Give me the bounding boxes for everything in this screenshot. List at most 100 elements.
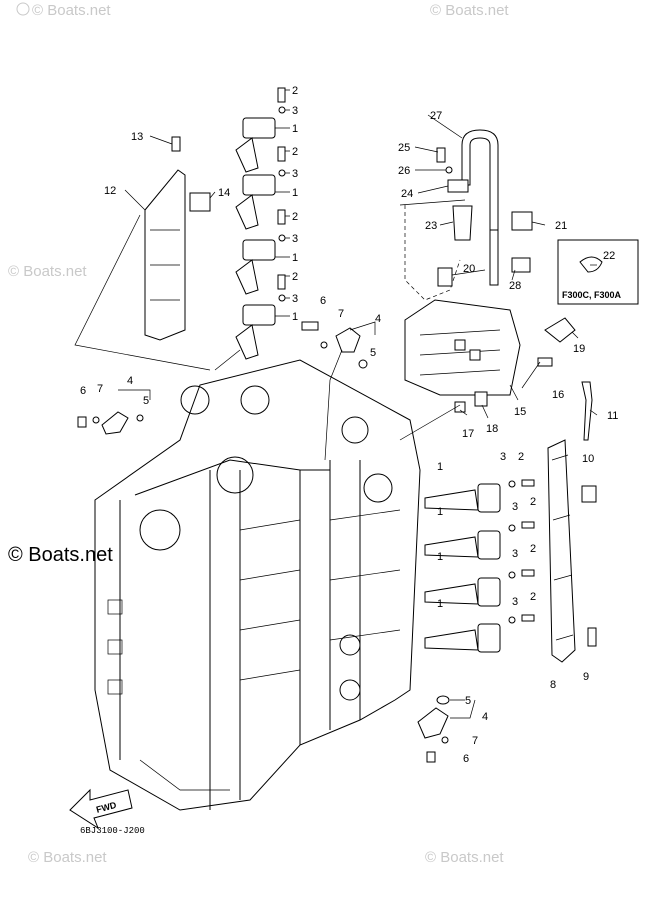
svg-text:4: 4	[375, 313, 381, 325]
svg-text:2: 2	[292, 85, 298, 97]
svg-text:© Boats.net: © Boats.net	[32, 2, 111, 19]
bracket-leaders	[74, 135, 241, 371]
svg-text:1: 1	[437, 551, 443, 563]
svg-text:1: 1	[437, 598, 443, 610]
svg-text:© Boats.net: © Boats.net	[28, 849, 107, 866]
svg-text:7: 7	[338, 308, 344, 320]
svg-text:4: 4	[127, 375, 133, 387]
svg-text:18: 18	[486, 423, 498, 435]
sensor-right-top	[301, 321, 376, 461]
svg-text:1: 1	[437, 461, 443, 473]
coil-upper-3	[235, 239, 276, 295]
svg-text:3: 3	[500, 451, 506, 463]
svg-text:8: 8	[550, 679, 556, 691]
engine-block	[94, 359, 421, 811]
svg-text:15: 15	[514, 406, 526, 418]
right-leaders	[399, 114, 598, 441]
cover-8	[547, 439, 576, 663]
fwd-arrow: FWD	[69, 788, 133, 830]
svg-text:2: 2	[292, 271, 298, 283]
svg-text:6: 6	[463, 753, 469, 765]
svg-text:22: 22	[603, 250, 615, 262]
svg-text:3: 3	[292, 105, 298, 117]
svg-text:6: 6	[80, 385, 86, 397]
watermark-top-right: © Boats.net	[430, 2, 509, 19]
wire-11	[581, 381, 593, 441]
coil-upper-2	[235, 174, 276, 230]
watermark-bottom-right: © Boats.net	[425, 849, 504, 866]
svg-text:7: 7	[472, 735, 478, 747]
svg-text:1: 1	[292, 187, 298, 199]
svg-text:1: 1	[292, 123, 298, 135]
svg-text:3: 3	[292, 168, 298, 180]
svg-text:17: 17	[462, 428, 474, 440]
svg-text:12: 12	[104, 185, 116, 197]
part-16-17-18-19	[454, 317, 576, 413]
svg-text:20: 20	[463, 263, 475, 275]
callout-labels: 2 3 1 2 3 1 2 3 1 2 3 1 13 12 14 6 7 4 5…	[80, 85, 622, 765]
svg-text:2: 2	[518, 451, 524, 463]
lower-bolts	[508, 479, 535, 624]
inset-box-22	[557, 239, 639, 305]
svg-text:3: 3	[512, 501, 518, 513]
svg-text:28: 28	[509, 280, 521, 292]
svg-text:5: 5	[465, 695, 471, 707]
coil-upper-4	[235, 304, 276, 360]
svg-text:5: 5	[370, 347, 376, 359]
svg-text:26: 26	[398, 165, 410, 177]
ecu-bracket-15	[404, 299, 521, 396]
svg-text:3: 3	[292, 233, 298, 245]
svg-text:© Boats.net: © Boats.net	[8, 263, 87, 280]
grommet-10	[581, 485, 597, 503]
svg-text:6: 6	[320, 295, 326, 307]
svg-text:14: 14	[218, 187, 230, 199]
svg-text:© Boats.net: © Boats.net	[8, 544, 113, 566]
svg-text:9: 9	[583, 671, 589, 683]
svg-text:3: 3	[512, 596, 518, 608]
svg-text:2: 2	[530, 591, 536, 603]
svg-text:F300C, F300A: F300C, F300A	[562, 290, 622, 300]
svg-text:2: 2	[530, 543, 536, 555]
bracket-12	[144, 136, 211, 341]
coil-lower-3	[424, 577, 501, 607]
diagram-code: 6BJ3100-J200	[80, 826, 145, 836]
svg-text:11: 11	[607, 410, 618, 422]
watermark-mid-bold: © Boats.net	[8, 544, 113, 566]
part-21-28-20	[437, 211, 533, 287]
sensor-bottom	[417, 695, 476, 763]
svg-text:1: 1	[437, 506, 443, 518]
upper-bolts	[277, 87, 286, 302]
svg-text:1: 1	[292, 311, 298, 323]
svg-text:10: 10	[582, 453, 594, 465]
coil-lower-1	[424, 483, 501, 513]
svg-text:3: 3	[512, 548, 518, 560]
svg-text:© Boats.net: © Boats.net	[430, 2, 509, 19]
coil-upper-1	[235, 117, 276, 173]
svg-text:5: 5	[143, 395, 149, 407]
svg-text:21: 21	[555, 220, 567, 232]
svg-text:1: 1	[292, 252, 298, 264]
harness-dashed-box	[399, 199, 466, 301]
svg-text:2: 2	[530, 496, 536, 508]
svg-text:23: 23	[425, 220, 437, 232]
svg-text:7: 7	[97, 383, 103, 395]
svg-text:4: 4	[482, 711, 488, 723]
bolt-9	[587, 627, 597, 647]
svg-text:2: 2	[292, 211, 298, 223]
watermark-bottom-left: © Boats.net	[28, 849, 107, 866]
svg-text:24: 24	[401, 188, 413, 200]
hose-27	[461, 129, 499, 286]
upper-leaders	[275, 89, 290, 317]
coil-lower-4	[424, 623, 501, 653]
svg-text:2: 2	[292, 146, 298, 158]
svg-text:19: 19	[573, 343, 585, 355]
svg-text:13: 13	[131, 131, 143, 143]
sensor-left	[77, 389, 151, 435]
svg-text:27: 27	[430, 110, 442, 122]
svg-text:25: 25	[398, 142, 410, 154]
watermark-left-mid: © Boats.net	[8, 263, 87, 280]
svg-text:16: 16	[552, 389, 564, 401]
svg-text:© Boats.net: © Boats.net	[425, 849, 504, 866]
